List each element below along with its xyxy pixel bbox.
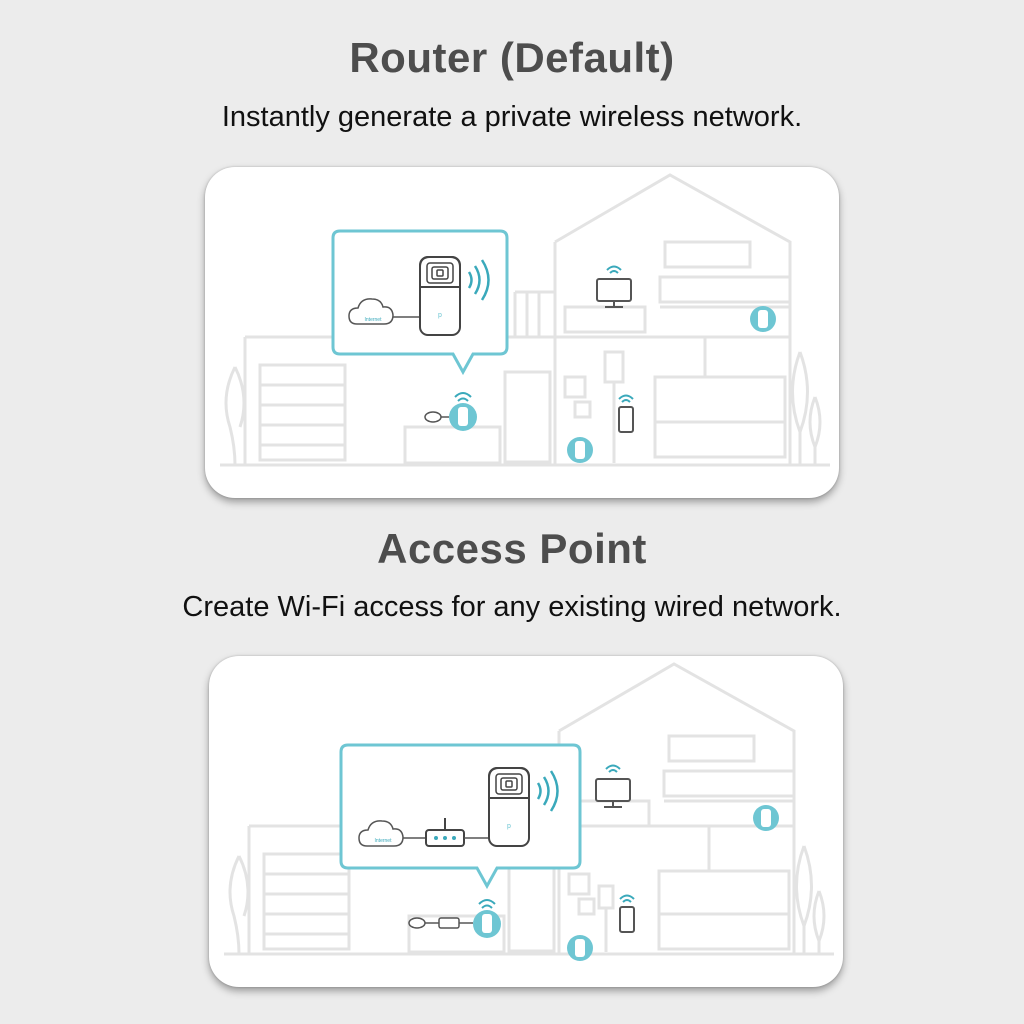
- house-background: [220, 173, 830, 467]
- house-illustration: Internet p: [224, 662, 834, 961]
- tv-icon: [596, 265, 632, 308]
- wifi-signal-icon: [536, 770, 559, 812]
- tv-icon: [595, 764, 631, 808]
- access-point-illustration-card: Internet p: [209, 656, 843, 987]
- cloud-label: Internet: [365, 317, 383, 323]
- svg-text:p: p: [438, 312, 442, 319]
- mesh-unit-icon: [567, 306, 776, 463]
- svg-text:p: p: [507, 823, 511, 830]
- phone-icon: [619, 894, 635, 933]
- router-device-icon: p: [419, 256, 461, 336]
- router-device-icon: p: [488, 767, 530, 847]
- cloud-label: Internet: [375, 838, 393, 844]
- main-router-location: [424, 392, 477, 431]
- cloud-icon: Internet: [358, 820, 404, 847]
- cloud-icon: Internet: [348, 298, 394, 325]
- router-mode-illustration-card: Internet p: [205, 167, 839, 498]
- main-access-point-location: [408, 899, 501, 938]
- router-mode-description: Instantly generate a private wireless ne…: [221, 101, 803, 133]
- house-illustration: Internet p: [220, 173, 830, 467]
- mesh-unit-icon: [567, 805, 779, 961]
- callout-bubble: [339, 743, 582, 890]
- wifi-signal-icon: [467, 259, 490, 301]
- access-point-description: Create Wi-Fi access for any existing wir…: [182, 591, 842, 623]
- access-point-title: Access Point: [377, 525, 647, 572]
- phone-icon: [618, 394, 634, 433]
- house-background: [224, 662, 834, 956]
- router-mode-title: Router (Default): [349, 34, 675, 81]
